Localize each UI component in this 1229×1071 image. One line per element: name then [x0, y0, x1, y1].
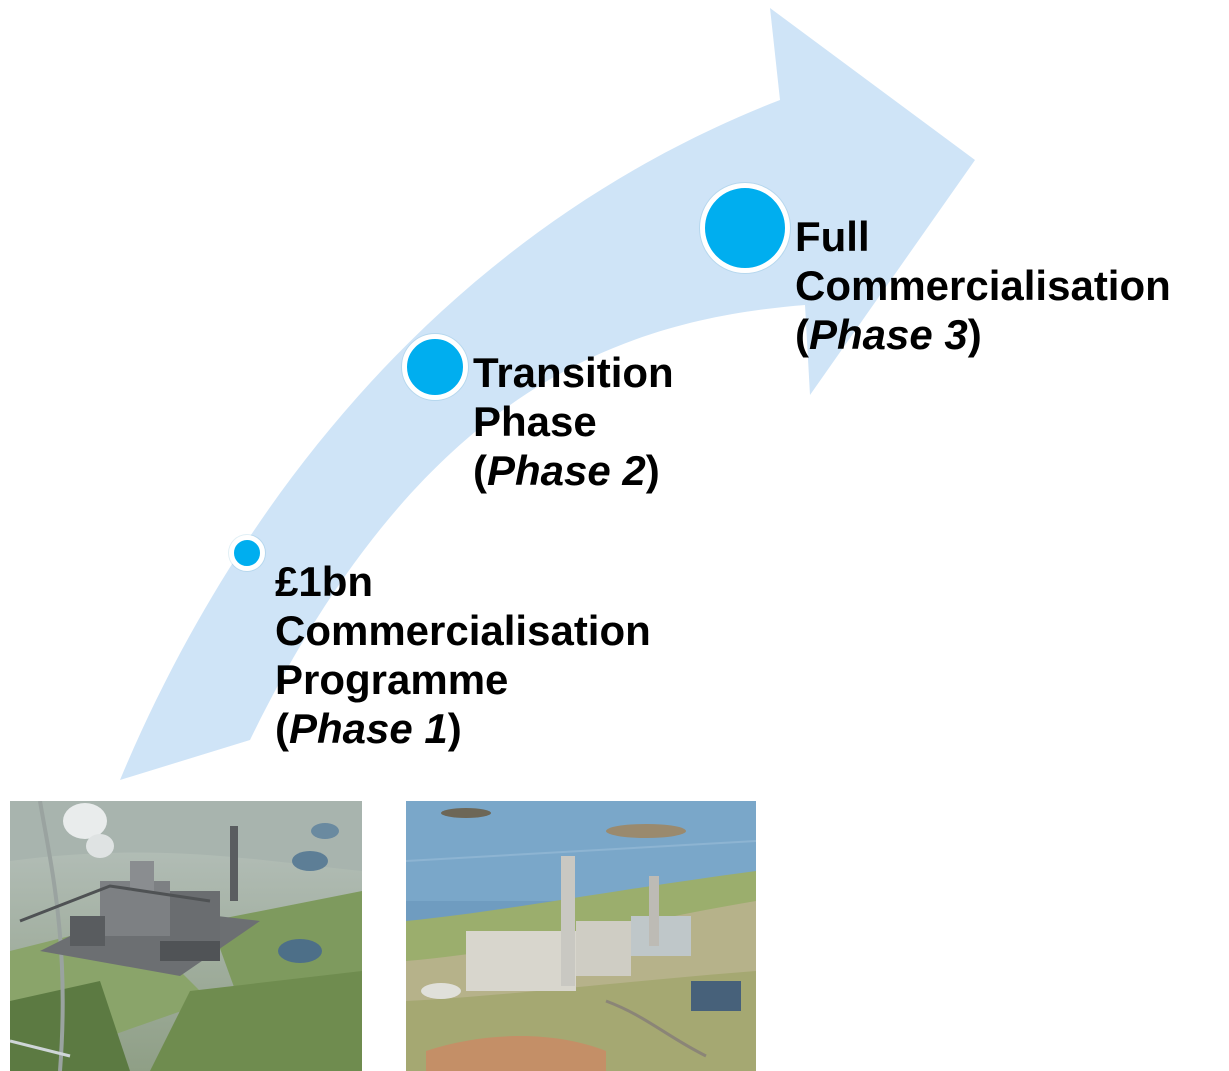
stage-3-label: Full Commercialisation (Phase 3): [795, 212, 1171, 359]
stage-3-line-2: Commercialisation: [795, 262, 1171, 309]
stage-3-phase: (Phase 3): [795, 311, 982, 358]
stage-2-line-1: Transition: [473, 349, 674, 396]
stage-2-label: Transition Phase (Phase 2): [473, 348, 674, 495]
stage-2-line-2: Phase: [473, 398, 597, 445]
stage-1-line-3: Programme: [275, 656, 509, 703]
stage-2-dot: [402, 334, 468, 400]
stage-1-phase: (Phase 1): [275, 705, 462, 752]
stage-1-dot: [229, 535, 265, 571]
power-station-photo: [406, 801, 756, 1071]
stage-1-label: £1bn Commercialisation Programme (Phase …: [275, 557, 651, 753]
stage-3-dot: [700, 183, 790, 273]
stage-2-phase: (Phase 2): [473, 447, 660, 494]
stage-1-line-2: Commercialisation: [275, 607, 651, 654]
stage-1-line-1: £1bn: [275, 558, 374, 605]
plant-render-photo: [10, 801, 362, 1071]
stage-3-line-1: Full: [795, 213, 870, 260]
